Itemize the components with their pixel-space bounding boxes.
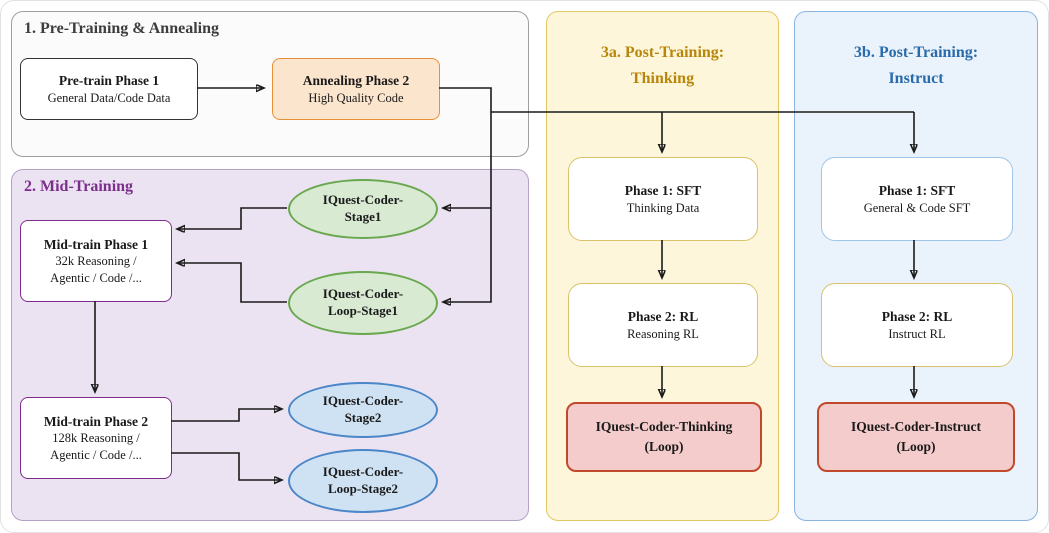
node-midtrain-phase2-line2: Agentic / Code /... — [50, 447, 142, 462]
section-thinking-title-line2: Thinking — [630, 70, 695, 88]
node-pretrain-phase1-subtitle: General Data/Code Data — [47, 91, 171, 106]
node-instruct-result-line2: (Loop) — [896, 439, 936, 454]
ellipse-loop-stage2-line2: Loop-Stage2 — [327, 481, 399, 496]
node-pretrain-phase1: Pre-train Phase 1 General Data/Code Data — [20, 58, 198, 120]
section-post-training-instruct: 3b. Post-Training: Instruct Phase 1: SFT… — [794, 11, 1038, 521]
ellipse-stage1-line2: Stage1 — [344, 209, 382, 224]
section-post-training-thinking: 3a. Post-Training: Thinking Phase 1: SFT… — [546, 11, 779, 521]
node-instruct-sft: Phase 1: SFT General & Code SFT — [821, 157, 1013, 241]
ellipse-stage2-line1: IQuest-Coder- — [322, 393, 404, 409]
section-thinking-title: 3a. Post-Training: Thinking — [547, 40, 778, 93]
section-instruct-title-line1: 3b. Post-Training: — [853, 44, 979, 61]
node-midtrain-phase1-title: Mid-train Phase 1 — [43, 236, 149, 252]
node-midtrain-phase1-line1: 32k Reasoning / — [55, 254, 137, 269]
node-instruct-rl: Phase 2: RL Instruct RL — [821, 283, 1013, 367]
node-midtrain-phase2-line1: 128k Reasoning / — [52, 431, 140, 446]
node-thinking-rl-title: Phase 2: RL — [627, 308, 699, 324]
ellipse-stage2-line2: Stage2 — [344, 410, 382, 425]
ellipse-stage1-line1: IQuest-Coder- — [322, 192, 404, 208]
node-instruct-result-line1: IQuest-Coder-Instruct — [851, 419, 981, 435]
node-thinking-sft-title: Phase 1: SFT — [624, 182, 702, 198]
node-thinking-sft: Phase 1: SFT Thinking Data — [568, 157, 758, 241]
node-thinking-result-line1: IQuest-Coder-Thinking — [595, 419, 733, 435]
node-midtrain-phase2-title: Mid-train Phase 2 — [43, 413, 149, 429]
node-pretrain-phase1-title: Pre-train Phase 1 — [58, 72, 160, 88]
section-pretraining: 1. Pre-Training & Annealing Pre-train Ph… — [11, 11, 529, 157]
node-annealing-phase2-title: Annealing Phase 2 — [302, 72, 410, 88]
node-instruct-rl-subtitle: Instruct RL — [888, 327, 946, 342]
section-instruct-title: 3b. Post-Training: Instruct — [795, 40, 1037, 93]
node-thinking-result-line2: (Loop) — [644, 439, 684, 454]
node-midtrain-phase1-line2: Agentic / Code /... — [50, 270, 142, 285]
section-midtraining: 2. Mid-Training Mid-train Phase 1 32k Re… — [11, 169, 529, 521]
node-thinking-rl: Phase 2: RL Reasoning RL — [568, 283, 758, 367]
section-midtraining-title: 2. Mid-Training — [24, 178, 134, 195]
node-annealing-phase2-subtitle: High Quality Code — [308, 91, 404, 106]
node-instruct-sft-subtitle: General & Code SFT — [863, 201, 971, 216]
section-pretraining-title: 1. Pre-Training & Annealing — [24, 20, 219, 37]
node-instruct-sft-title: Phase 1: SFT — [878, 182, 956, 198]
node-midtrain-phase2: Mid-train Phase 2 128k Reasoning / Agent… — [20, 397, 172, 479]
ellipse-iquest-coder-stage1: IQuest-Coder- Stage1 — [288, 179, 438, 239]
node-thinking-rl-subtitle: Reasoning RL — [627, 327, 699, 342]
section-thinking-title-line1: 3a. Post-Training: — [600, 44, 725, 61]
node-instruct-rl-title: Phase 2: RL — [881, 308, 953, 324]
node-iquest-coder-thinking-loop: IQuest-Coder-Thinking (Loop) — [566, 402, 762, 472]
ellipse-loop-stage1-line1: IQuest-Coder- — [322, 286, 404, 302]
node-midtrain-phase1: Mid-train Phase 1 32k Reasoning / Agenti… — [20, 220, 172, 302]
ellipse-iquest-coder-stage2: IQuest-Coder- Stage2 — [288, 382, 438, 438]
ellipse-iquest-coder-loop-stage1: IQuest-Coder- Loop-Stage1 — [288, 271, 438, 335]
node-thinking-sft-subtitle: Thinking Data — [626, 201, 700, 216]
ellipse-iquest-coder-loop-stage2: IQuest-Coder- Loop-Stage2 — [288, 449, 438, 513]
section-instruct-title-line2: Instruct — [888, 70, 944, 88]
node-annealing-phase2: Annealing Phase 2 High Quality Code — [272, 58, 440, 120]
node-iquest-coder-instruct-loop: IQuest-Coder-Instruct (Loop) — [817, 402, 1015, 472]
ellipse-loop-stage2-line1: IQuest-Coder- — [322, 464, 404, 480]
ellipse-loop-stage1-line2: Loop-Stage1 — [327, 303, 399, 318]
